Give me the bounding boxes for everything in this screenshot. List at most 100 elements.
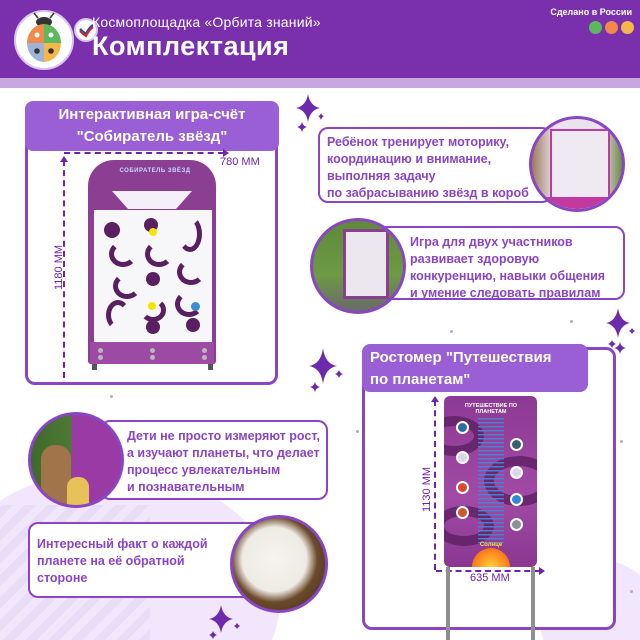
sun-label: Солнце	[479, 542, 503, 548]
height-dimension-line	[434, 400, 436, 570]
info-card-planet-fact: Интересный факт о каждой планете на её о…	[28, 522, 268, 598]
venus-planet-icon	[456, 506, 469, 519]
target-hole	[104, 222, 120, 238]
info-card-two-players: Игра для двух участников развивает здоро…	[370, 226, 625, 300]
color-dots	[589, 21, 634, 34]
star-speck	[630, 590, 633, 593]
worm-slot	[113, 273, 141, 299]
header-accent-strip	[0, 78, 640, 88]
star-collector-board-image: СОБИРАТЕЛЬ ЗВЁЗД	[84, 160, 220, 370]
star-speck	[356, 430, 359, 433]
info-text-line: Ребёнок тренирует моторику,	[327, 135, 510, 149]
earth-icon	[191, 302, 200, 311]
sparkle-icon	[209, 605, 240, 639]
russia-check-icon	[74, 18, 98, 42]
info-text-line: а изучают планеты, что делает	[127, 446, 320, 460]
yellow-dot-icon	[621, 21, 634, 34]
bolt	[202, 348, 207, 353]
bolt	[150, 348, 155, 353]
mars-planet-icon	[456, 481, 469, 494]
height-scale	[478, 418, 504, 543]
height-dimension-line	[63, 160, 65, 378]
info-card-learn-planets: Дети не просто измеряют рост, а изучают …	[100, 420, 328, 500]
photo-board	[550, 129, 610, 199]
neptune-fact-disc-photo	[230, 515, 328, 613]
bolt	[150, 355, 155, 360]
stadiometer-post	[446, 567, 450, 640]
worm-slot	[177, 259, 205, 285]
photo-board-base	[546, 197, 614, 209]
target-hole	[186, 318, 200, 332]
target-hole	[146, 272, 160, 286]
info-card-motor-skills: Ребёнок тренирует моторику, координацию …	[318, 127, 552, 203]
info-text-line: Интересный факт о каждой	[37, 537, 208, 551]
info-text-line: стороне	[37, 571, 88, 585]
made-in-russia-label: Сделано в России	[550, 7, 632, 17]
info-text-line: координацию и внимание,	[327, 152, 492, 166]
photo-board	[343, 229, 389, 299]
bolt	[202, 355, 207, 360]
header-bar: Космоплощадка «Орбита знаний» Комплектац…	[0, 0, 640, 78]
mercury-planet-icon	[510, 518, 523, 531]
worm-slot	[140, 298, 166, 322]
earth-planet-icon	[510, 493, 523, 506]
jupiter-planet-icon	[510, 466, 523, 479]
board-top-banner	[112, 191, 192, 209]
stadiometer-title: Ростомер "Путешествия по планетам"	[362, 344, 588, 392]
worm-slot	[109, 241, 137, 267]
width-dimension-line	[436, 570, 540, 572]
star-speck	[620, 440, 623, 443]
height-dimension-label: 1130 ММ	[421, 466, 433, 512]
info-text-line: Игра для двух участников	[410, 235, 573, 249]
arrow-right-icon	[223, 149, 229, 157]
title-line: Ростомер "Путешествия	[370, 349, 552, 366]
sparkle-icon	[296, 94, 324, 132]
info-text-line: Дети не просто измеряют рост,	[127, 429, 320, 443]
star-speck	[450, 330, 453, 333]
info-text-line: развивает здоровую	[410, 252, 540, 266]
stadiometer-panel: ПУТЕШЕСТВИЕ ПО ПЛАНЕТАМ Солнце	[444, 396, 537, 567]
star-collector-title: Интерактивная игра-счёт "Собиратель звёз…	[25, 101, 279, 151]
kids-playing-star-collector-photo	[529, 116, 625, 212]
yellow-star-icon	[149, 228, 157, 236]
sparkle-icon	[309, 348, 343, 392]
arrow-right-icon	[539, 567, 545, 575]
worm-slot	[145, 241, 173, 267]
title-line: Интерактивная игра-счёт	[58, 106, 246, 123]
yellow-star-icon	[148, 302, 156, 310]
info-text-line: процесс увлекательным	[127, 463, 281, 477]
photo-child	[67, 477, 89, 505]
stadiometer-image: ПУТЕШЕСТВИЕ ПО ПЛАНЕТАМ Солнце	[444, 396, 537, 640]
board-sign: СОБИРАТЕЛЬ ЗВЁЗД	[119, 168, 191, 174]
info-text-line: и познавательным	[127, 480, 245, 494]
info-text-line: выполняя задачу	[327, 169, 436, 183]
board-leg	[92, 364, 97, 370]
board-panel	[94, 210, 212, 342]
star-speck	[570, 320, 573, 323]
green-dot-icon	[589, 21, 602, 34]
ladybug-logo-icon	[14, 10, 98, 70]
uranus-planet-icon	[510, 438, 523, 451]
stadiometer-post	[531, 567, 535, 640]
neptune-planet-icon	[456, 421, 469, 434]
info-text-line: конкуренцию, навыки общения	[410, 269, 606, 283]
photo-child	[41, 445, 71, 505]
width-dimension-label: 780 ММ	[220, 156, 260, 168]
sun-icon	[472, 548, 510, 567]
sparkle-icon	[606, 308, 635, 348]
arrow-up-icon	[431, 396, 439, 402]
board-leg	[208, 364, 213, 370]
target-hole	[146, 320, 160, 334]
page-title: Комплектация	[92, 31, 290, 61]
three-kids-at-board-photo	[310, 218, 406, 314]
title-line: по планетам"	[370, 371, 471, 388]
panel-title: ПУТЕШЕСТВИЕ ПО ПЛАНЕТАМ	[464, 403, 518, 415]
title-line: "Собиратель звёзд"	[76, 128, 228, 145]
sparkle-icon	[614, 342, 626, 354]
info-text-line: и умение следовать правилам	[410, 286, 601, 300]
info-text-line: по забрасыванию звёзд в короб	[327, 186, 529, 200]
worm-slot	[178, 216, 202, 252]
info-text-line: планете на её обратной	[37, 554, 185, 568]
bolt	[98, 348, 103, 353]
arrow-up-icon	[60, 156, 68, 162]
